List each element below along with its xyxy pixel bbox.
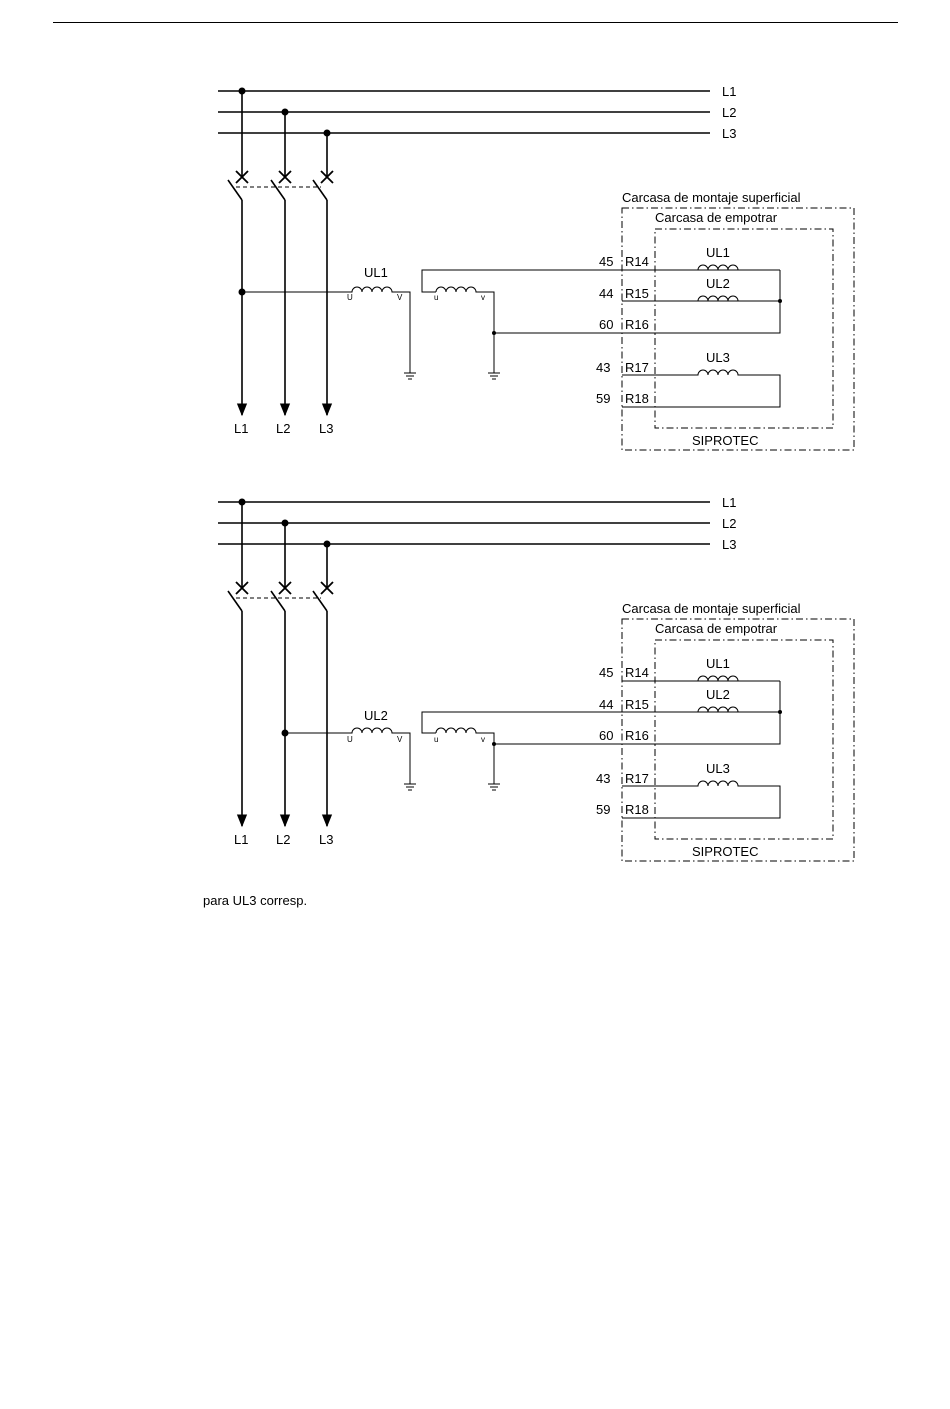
- terminal-num: 43: [596, 771, 610, 786]
- output-label-l1: L1: [234, 421, 248, 436]
- terminal-name: R15: [625, 286, 649, 301]
- terminal-num: 44: [599, 697, 613, 712]
- terminal-name: R15: [625, 697, 649, 712]
- vt-label: UL2: [364, 708, 388, 723]
- terminal-name: R18: [625, 391, 649, 406]
- terminal-name: R16: [625, 728, 649, 743]
- terminal-num: 44: [599, 286, 613, 301]
- output-label-l3: L3: [319, 421, 333, 436]
- input-label-ul3: UL3: [706, 350, 730, 365]
- vt-secondary-v: v: [481, 735, 485, 744]
- vt-secondary-v: v: [481, 293, 485, 302]
- vt-primary-v: V: [397, 293, 403, 302]
- busbar-label-l2: L2: [722, 516, 736, 531]
- terminal-name: R14: [625, 665, 649, 680]
- terminal-num: 45: [599, 254, 613, 269]
- input-label-ul1: UL1: [706, 656, 730, 671]
- device-label: SIPROTEC: [692, 844, 758, 859]
- vt-primary-v: V: [397, 735, 403, 744]
- housing-surface-label: Carcasa de montaje superficial: [622, 190, 801, 205]
- output-label-l2: L2: [276, 421, 290, 436]
- housing-flush-label: Carcasa de empotrar: [655, 210, 778, 225]
- vt-primary-u: U: [347, 735, 353, 744]
- busbar-label-l3: L3: [722, 126, 736, 141]
- terminal-num: 59: [596, 391, 610, 406]
- output-label-l3: L3: [319, 832, 333, 847]
- busbar-label-l3: L3: [722, 537, 736, 552]
- terminal-name: R14: [625, 254, 649, 269]
- busbar-label-l2: L2: [722, 105, 736, 120]
- vt-secondary-u: u: [434, 735, 438, 744]
- caption: para UL3 corresp.: [203, 893, 307, 908]
- device-label: SIPROTEC: [692, 433, 758, 448]
- terminal-name: R16: [625, 317, 649, 332]
- terminal-num: 43: [596, 360, 610, 375]
- terminal-name: R17: [625, 771, 649, 786]
- busbar-label-l1: L1: [722, 495, 736, 510]
- input-label-ul2: UL2: [706, 687, 730, 702]
- busbar-label-l1: L1: [722, 84, 736, 99]
- terminal-name: R17: [625, 360, 649, 375]
- input-label-ul1: UL1: [706, 245, 730, 260]
- diagram-2: [218, 499, 854, 862]
- terminal-name: R18: [625, 802, 649, 817]
- housing-flush-label: Carcasa de empotrar: [655, 621, 778, 636]
- output-label-l1: L1: [234, 832, 248, 847]
- terminal-num: 60: [599, 317, 613, 332]
- input-label-ul3: UL3: [706, 761, 730, 776]
- terminal-num: 60: [599, 728, 613, 743]
- input-label-ul2: UL2: [706, 276, 730, 291]
- output-label-l2: L2: [276, 832, 290, 847]
- vt-label: UL1: [364, 265, 388, 280]
- housing-surface-label: Carcasa de montaje superficial: [622, 601, 801, 616]
- vt-secondary-u: u: [434, 293, 438, 302]
- terminal-num: 45: [599, 665, 613, 680]
- terminal-num: 59: [596, 802, 610, 817]
- diagram-1: [218, 88, 854, 451]
- vt-primary-u: U: [347, 293, 353, 302]
